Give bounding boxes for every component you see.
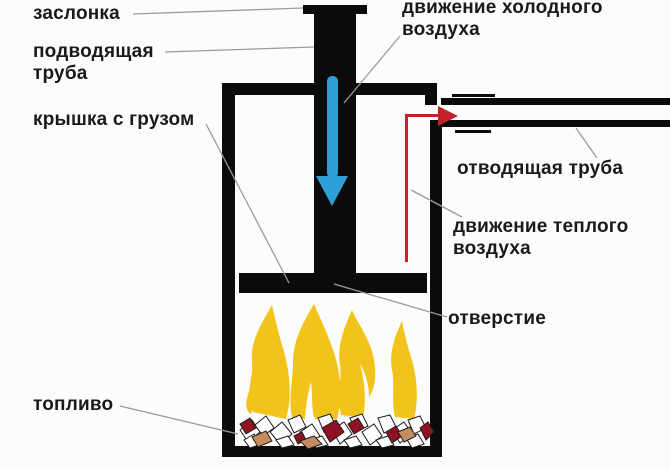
outlet-pipe-tick-lower <box>455 130 491 133</box>
warm-air-arrow-shaft-vertical <box>405 115 408 262</box>
leader-lines <box>119 7 598 435</box>
ember-chunk <box>397 426 417 443</box>
fuel-chunk <box>275 435 295 449</box>
flame-middle <box>290 304 341 419</box>
ember-chunks-red <box>239 417 435 445</box>
label-warm-air-flow: движение теплого воздуха <box>453 216 629 259</box>
stove-structure <box>222 5 670 457</box>
label-damper: заслонка <box>33 3 120 24</box>
ember-chunk <box>251 430 273 448</box>
ember-chunk <box>321 419 345 443</box>
outlet-pipe-lower-wall <box>430 120 670 127</box>
fuel-chunk <box>287 414 307 434</box>
leader-fuel <box>119 405 239 435</box>
leader-cold-air <box>343 35 401 104</box>
damper-plate <box>303 5 367 14</box>
leader-outlet-pipe <box>575 127 598 159</box>
outlet-pipe-upper-wall <box>441 98 670 105</box>
label-lid-with-weight: крышка с грузом <box>33 109 195 130</box>
leader-opening <box>333 283 448 318</box>
leader-supply-pipe <box>164 46 315 53</box>
weighted-lid <box>239 273 427 293</box>
ember-chunk <box>239 417 257 435</box>
label-opening: отверстие <box>448 308 546 329</box>
stove-left-wall <box>222 83 235 457</box>
ember-chunk <box>299 435 323 450</box>
label-cold-air-flow: движение холодного воздуха <box>402 0 603 40</box>
leader-lid <box>205 123 290 284</box>
cold-air-arrow <box>316 76 348 206</box>
stove-top-step <box>425 83 437 105</box>
ember-chunks-tan <box>251 426 417 450</box>
stove-right-wall <box>430 120 442 457</box>
cold-air-arrow-head <box>316 176 348 206</box>
fuel-chunk <box>254 415 275 437</box>
flame-left <box>251 305 290 419</box>
label-outlet-pipe: отводящая труба <box>457 158 624 179</box>
label-supply-pipe: подводящая труба <box>33 41 154 84</box>
warm-air-arrow-head <box>438 106 458 126</box>
leader-damper <box>132 7 304 15</box>
flame-far-right <box>391 321 417 419</box>
fuel-chunk <box>343 435 363 449</box>
warm-air-arrow-shaft-horizontal <box>405 114 440 117</box>
ember-chunk <box>347 417 365 435</box>
stove-top-wall <box>222 83 425 95</box>
flames <box>246 304 417 419</box>
stove-bottom-wall <box>222 446 442 457</box>
label-fuel: топливо <box>33 394 114 415</box>
warm-air-arrow <box>405 106 458 262</box>
outlet-pipe-tick-upper <box>452 94 495 97</box>
cold-air-arrow-shaft <box>327 76 338 178</box>
ember-chunk <box>419 421 435 441</box>
fuel-bed <box>239 413 435 450</box>
leader-warm-air <box>410 189 463 218</box>
flame-right <box>339 310 376 418</box>
